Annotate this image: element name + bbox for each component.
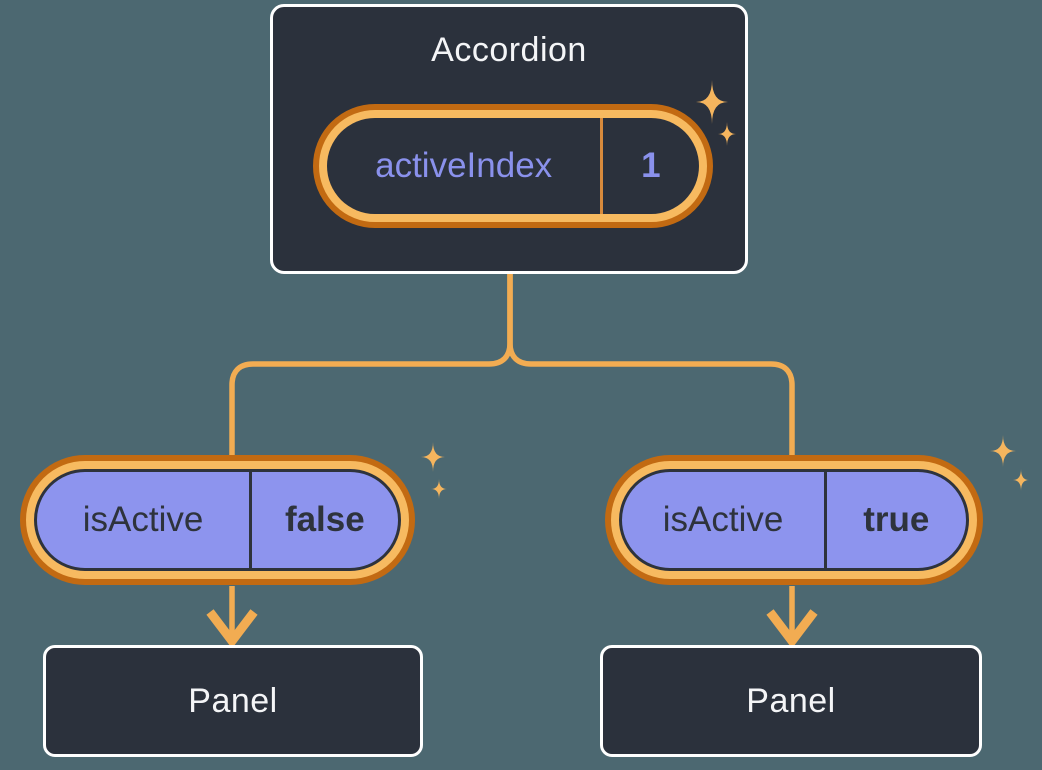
branch-line-left <box>229 272 513 468</box>
state-pill: activeIndex 1 <box>313 104 713 228</box>
arrow-down-icon <box>766 609 818 649</box>
state-pill-inner: activeIndex 1 <box>327 118 699 214</box>
panel-box-left: Panel <box>43 645 423 757</box>
prop-pill-left: isActive false <box>20 455 415 585</box>
pill-divider <box>824 472 827 568</box>
panel-label: Panel <box>746 681 836 720</box>
prop-pill-right: isActive true <box>605 455 983 585</box>
prop-name: isActive <box>82 500 204 539</box>
component-title: Accordion <box>431 31 587 69</box>
pill-divider <box>600 118 603 214</box>
pill-divider <box>249 472 252 568</box>
prop-pill-inner: isActive false <box>34 469 401 571</box>
prop-value: false <box>284 500 365 539</box>
state-name: activeIndex <box>375 146 553 185</box>
prop-pill-inner: isActive true <box>619 469 969 571</box>
arrow-down-icon <box>206 609 258 649</box>
prop-value: true <box>863 500 930 539</box>
prop-name: isActive <box>662 500 784 539</box>
branch-line-right <box>507 272 795 468</box>
state-value: 1 <box>641 146 661 185</box>
panel-box-right: Panel <box>600 645 982 757</box>
panel-label: Panel <box>188 681 278 720</box>
